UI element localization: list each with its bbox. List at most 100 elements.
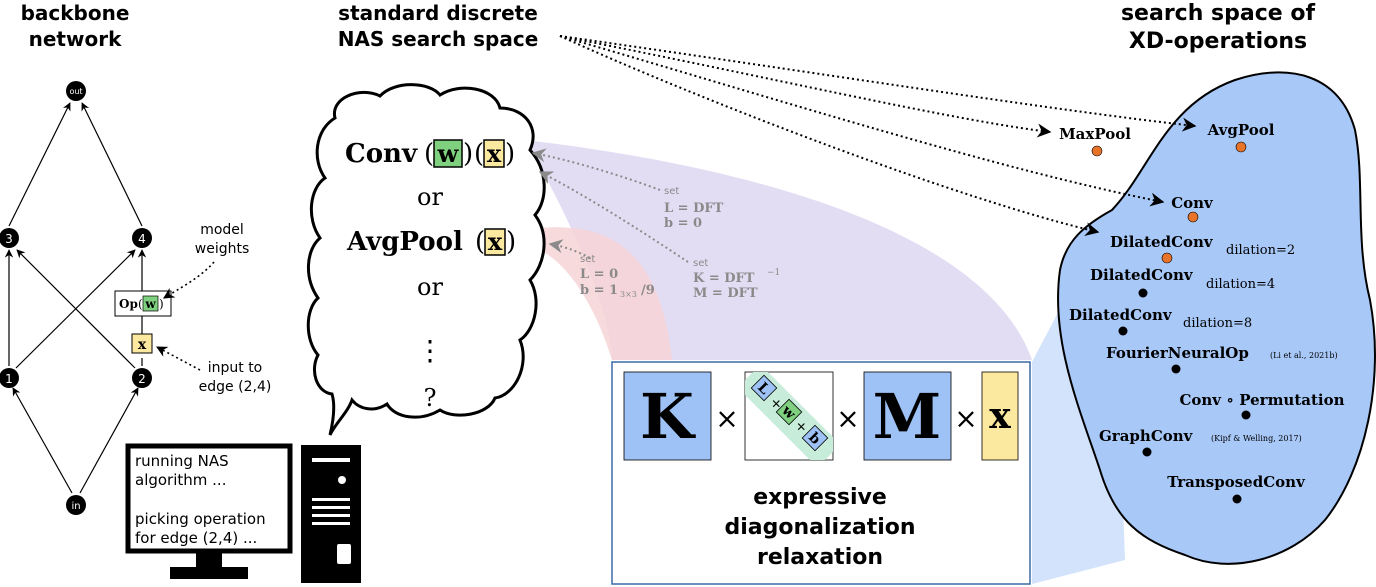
model-weights-label-line2: weights: [195, 241, 250, 257]
svg-text:FourierNeuralOp: FourierNeuralOp: [1106, 344, 1249, 362]
vertical-ellipsis: ⋮: [416, 334, 444, 367]
op-w-box: Op ( w ): [114, 290, 172, 317]
model-weights-label-line1: model: [200, 222, 244, 238]
op-dilated2-label: DilatedConv dilation=2: [1110, 233, 1295, 258]
nas-title-line1: standard discrete: [338, 1, 538, 25]
svg-text:set: set: [693, 258, 708, 269]
node-3: 3: [0, 228, 19, 248]
svg-text:3×3: 3×3: [620, 290, 637, 299]
k-matrix: K: [623, 371, 712, 461]
diagonal-matrix: L + w + b: [744, 371, 834, 461]
question-mark: ?: [424, 384, 437, 412]
thought-cloud: [306, 83, 546, 436]
monitor-text-line2: algorithm ...: [135, 471, 226, 489]
svg-text:w: w: [144, 297, 156, 311]
svg-text:x: x: [138, 337, 147, 353]
svg-text:M: M: [873, 380, 942, 453]
op-graphconv-dot: [1142, 447, 1152, 457]
op-dilated8-dot: [1118, 326, 1128, 336]
svg-text:(: (: [475, 227, 485, 257]
svg-text:Op: Op: [119, 297, 138, 311]
conv-set-annotation: set L = DFT b = 0: [664, 186, 724, 231]
svg-text:(: (: [424, 139, 434, 169]
svg-text:4: 4: [138, 232, 146, 246]
relaxation-caption-line3: relaxation: [757, 545, 883, 570]
input-x-box: x: [131, 333, 153, 354]
svg-text:): ): [506, 227, 516, 257]
op-convperm-dot: [1241, 410, 1251, 420]
svg-text:): ): [159, 297, 164, 311]
svg-text:GraphConv: GraphConv: [1099, 427, 1194, 445]
svg-text:/9: /9: [641, 283, 655, 298]
op-convperm-label: Conv ∘ Permutation: [1179, 391, 1344, 409]
nas-to-xd-arrows: [559, 35, 1197, 236]
x-vector: x: [981, 371, 1019, 461]
svg-text:b = 0: b = 0: [664, 216, 702, 231]
svg-text:w: w: [437, 139, 460, 168]
svg-text:x: x: [487, 139, 502, 168]
relaxation-caption-line1: expressive: [753, 485, 887, 510]
m-matrix: M: [863, 371, 952, 461]
op-avgpool-label: AvgPool: [1207, 121, 1275, 139]
times-sign-1: ×: [715, 402, 738, 435]
svg-text:(Li et al., 2021b): (Li et al., 2021b): [1270, 351, 1338, 360]
svg-text:−1: −1: [767, 268, 780, 278]
svg-text:Conv: Conv: [345, 139, 418, 169]
svg-text:set: set: [580, 254, 595, 265]
op-graphconv-label: GraphConv (Kipf & Welling, 2017): [1099, 427, 1302, 445]
input-pointer: [156, 346, 201, 371]
svg-text:M = DFT: M = DFT: [693, 286, 758, 301]
svg-text:in: in: [71, 501, 80, 512]
backbone-title-line1: backbone: [21, 1, 130, 25]
op-dilated2-dot: [1161, 252, 1173, 264]
node-out: out: [66, 81, 86, 101]
times-sign-3: ×: [954, 402, 977, 435]
op-conv-label: Conv: [1171, 194, 1214, 212]
monitor-text-line1: running NAS: [135, 452, 229, 470]
svg-text:3: 3: [5, 232, 13, 246]
op-transposed-dot: [1232, 494, 1242, 504]
svg-text:(: (: [474, 139, 484, 169]
relaxation-caption-line2: diagonalization: [724, 515, 915, 540]
svg-text:(: (: [138, 297, 143, 311]
avgpool-relaxation-band: [540, 227, 672, 360]
avgpool-op-expression: AvgPool ( x ): [346, 227, 516, 257]
svg-text:DilatedConv: DilatedConv: [1110, 233, 1214, 251]
xd-title-line1: search space of: [1121, 1, 1315, 26]
op-maxpool-label: MaxPool: [1059, 125, 1131, 143]
op-dilated8-label: DilatedConv dilation=8: [1069, 306, 1252, 331]
k-set-annotation: set K = DFT −1 M = DFT: [693, 258, 780, 301]
op-fno-label: FourierNeuralOp (Li et al., 2021b): [1106, 344, 1338, 362]
xd-title-line2: XD-operations: [1129, 29, 1307, 54]
svg-text:2: 2: [138, 372, 146, 386]
svg-text:1: 1: [5, 372, 13, 386]
svg-text:L = 0: L = 0: [580, 267, 618, 282]
xd-search-space-blob: [1057, 71, 1376, 565]
svg-text:dilation=8: dilation=8: [1183, 316, 1252, 331]
svg-text:set: set: [664, 186, 679, 197]
svg-text:dilation=2: dilation=2: [1226, 243, 1295, 258]
or-label-1: or: [417, 183, 443, 211]
computer-tower: [301, 445, 361, 583]
pool-set-annotation: set L = 0 b = 1 3×3 /9: [580, 254, 655, 299]
svg-text:b = 1: b = 1: [580, 283, 618, 298]
op-transposed-label: TransposedConv: [1167, 473, 1306, 491]
backbone-title-line2: network: [29, 27, 122, 51]
monitor-text-line4: for edge (2,4) ...: [135, 529, 257, 547]
op-avgpool-dot: [1235, 141, 1247, 153]
svg-text:): ): [463, 139, 473, 169]
op-conv-dot: [1187, 211, 1199, 223]
node-1: 1: [0, 368, 19, 388]
svg-text:DilatedConv: DilatedConv: [1090, 266, 1194, 284]
nas-title-line2: NAS search space: [338, 27, 539, 51]
svg-text:dilation=4: dilation=4: [1206, 277, 1275, 292]
or-label-2: or: [417, 273, 443, 301]
input-label-line1: input to: [208, 360, 263, 376]
k-set-arrow: [538, 171, 689, 263]
svg-text:K: K: [640, 380, 696, 453]
model-weights-pointer: [163, 261, 215, 299]
op-maxpool-dot: [1091, 145, 1103, 157]
conv-op-expression: Conv ( w ) ( x ): [345, 139, 515, 169]
monitor: [125, 443, 293, 579]
